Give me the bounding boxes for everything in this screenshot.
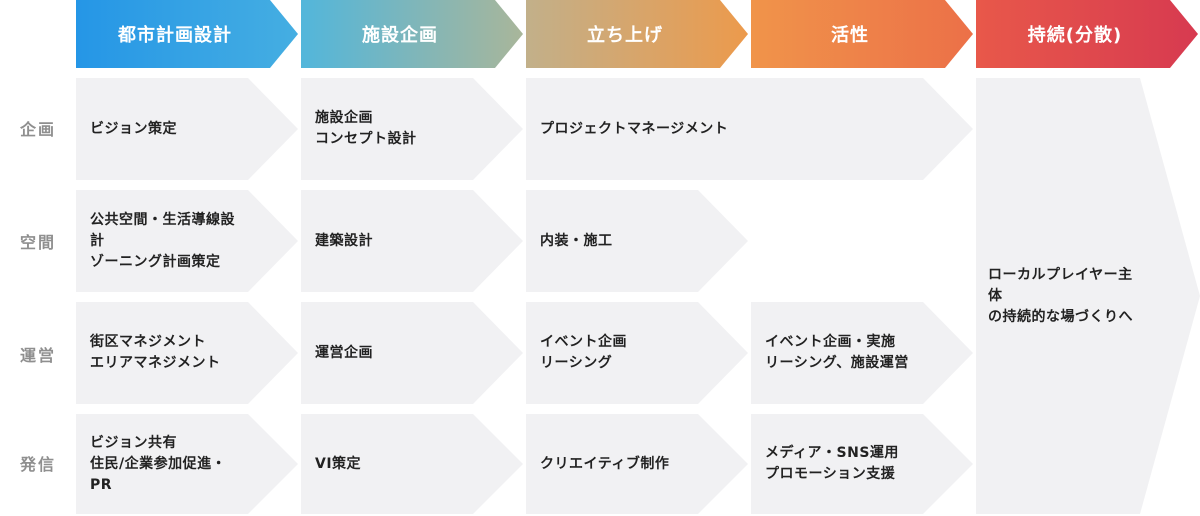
cell-text: 公共空間・生活導線設計 ゾーニング計画策定 [90, 211, 235, 270]
phase-label: 立ち上げ [587, 25, 663, 46]
cell-architecture-design: 建築設計 [301, 190, 523, 292]
cell-text: プロジェクトマネージメント [540, 120, 729, 137]
phase-launch: 立ち上げ [526, 0, 748, 68]
cell-public-space-design: 公共空間・生活導線設計 ゾーニング計画策定 [76, 190, 298, 292]
row-label-communication: 発信 [19, 455, 56, 474]
cell-text: 施設企画 コンセプト設計 [315, 110, 417, 147]
cell-area-management: 街区マネジメント エリアマネジメント [76, 302, 298, 404]
phase-activation: 活性 [751, 0, 973, 68]
cell-event-leasing: イベント企画 リーシング [526, 302, 748, 404]
cell-text: イベント企画・実施 リーシング、施設運営 [765, 334, 909, 371]
cell-interior-construction: 内装・施工 [526, 190, 748, 292]
cell-text: ビジョン共有 住民/企業参加促進・PR [90, 434, 227, 493]
cell-operation-planning: 運営企画 [301, 302, 523, 404]
cell-vision-planning: ビジョン策定 [76, 78, 298, 180]
cell-text: クリエイティブ制作 [540, 455, 670, 472]
phase-sustain: 持続(分散) [976, 0, 1198, 68]
cell-creative-production: クリエイティブ制作 [526, 414, 748, 514]
cell-text: 建築設計 [315, 232, 373, 249]
cell-facility-concept: 施設企画 コンセプト設計 [301, 78, 523, 180]
cell-text: 街区マネジメント エリアマネジメント [90, 334, 221, 371]
phase-label: 活性 [831, 25, 869, 46]
cell-vi-design: VI策定 [301, 414, 523, 514]
phase-label: 都市計画設計 [118, 25, 232, 46]
row-label-space: 空間 [19, 233, 56, 252]
cell-project-management: プロジェクトマネージメント [526, 78, 973, 180]
cell-sustainable-place: ローカルプレイヤー主体 の持続的な場づくりへ [976, 78, 1200, 514]
cell-text: VI策定 [315, 455, 362, 472]
cell-text: メディア・SNS運用 プロモーション支援 [765, 445, 899, 482]
row-label-operation: 運営 [19, 346, 56, 365]
cell-text: ローカルプレイヤー主体 の持続的な場づくりへ [988, 266, 1133, 325]
phase-label: 持続(分散) [1027, 25, 1123, 46]
phase-urban-planning: 都市計画設計 [76, 0, 298, 68]
cell-text: イベント企画 リーシング [540, 334, 627, 371]
cell-text: 内装・施工 [540, 232, 613, 249]
cell-media-promotion: メディア・SNS運用 プロモーション支援 [751, 414, 973, 514]
cell-event-execution: イベント企画・実施 リーシング、施設運営 [751, 302, 973, 404]
cell-text: ビジョン策定 [90, 120, 177, 137]
row-label-planning: 企画 [19, 120, 56, 139]
phase-label: 施設企画 [362, 25, 438, 46]
phase-facility-planning: 施設企画 [301, 0, 523, 68]
cell-text: 運営企画 [315, 344, 373, 361]
cell-vision-sharing: ビジョン共有 住民/企業参加促進・PR [76, 414, 298, 514]
